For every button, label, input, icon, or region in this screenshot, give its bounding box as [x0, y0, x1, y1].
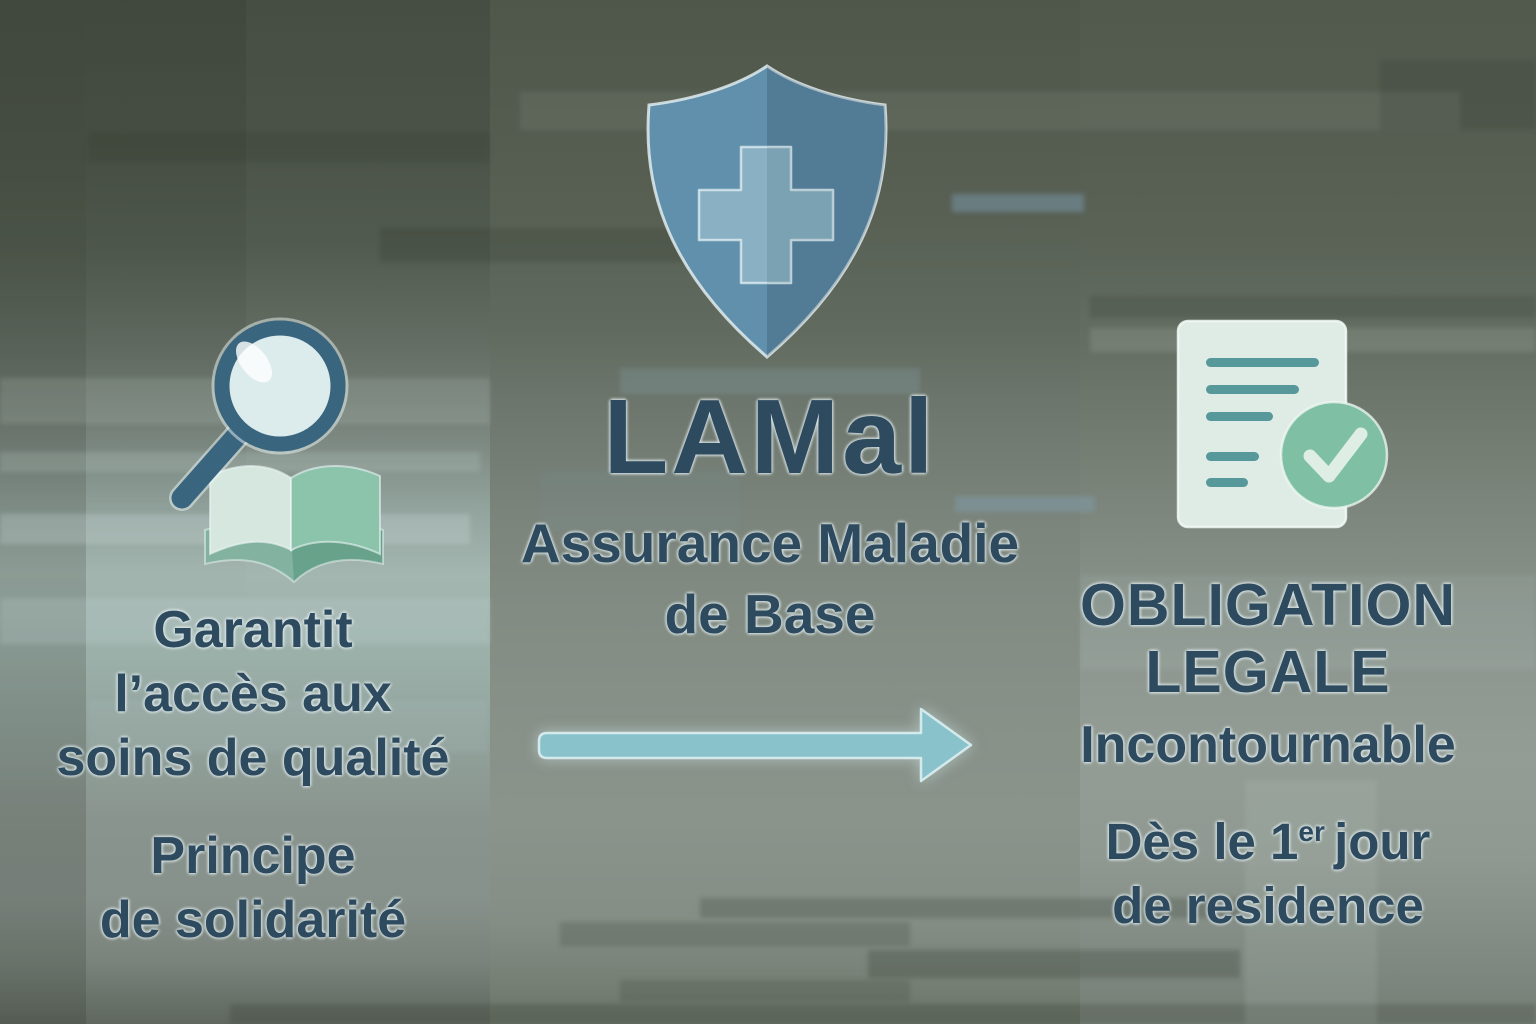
obligation-text: OBLIGATION LEGALE	[1040, 572, 1496, 706]
background-streak	[952, 194, 1084, 212]
emphasis-text: Incontournable	[1080, 716, 1456, 774]
background-streak	[540, 470, 740, 530]
principle-line-1: Principe	[150, 827, 356, 885]
benefit-text: Garantit l’accès aux soins de qualité	[28, 598, 478, 790]
title-lamal: LAMal	[603, 378, 937, 496]
background-streak	[88, 700, 488, 752]
obligation-line-2: LEGALE	[1145, 639, 1391, 705]
background-streak	[230, 1004, 1536, 1024]
subtitle-text: Assurance Maladie de Base	[455, 508, 1085, 650]
background-streak	[1245, 780, 1377, 1024]
background-streak	[0, 452, 480, 472]
benefit-line-2: l’accès aux	[114, 665, 392, 723]
subtitle-line-1: Assurance Maladie	[520, 512, 1020, 574]
timing-prefix: Dès le 1	[1105, 813, 1299, 870]
subtitle-line-2: de Base	[664, 583, 876, 645]
background-streak	[1380, 60, 1536, 130]
background-streak	[868, 950, 1240, 978]
timing-line-2: de residence	[1112, 877, 1424, 934]
timing-superscript: er	[1298, 816, 1325, 847]
background-streak	[955, 496, 1095, 512]
principle-text: Principe de solidarité	[28, 824, 478, 952]
background-streak	[1090, 296, 1536, 318]
background-streak	[620, 980, 910, 1002]
benefit-line-1: Garantit	[153, 601, 353, 659]
magnifier-book-icon	[169, 317, 384, 584]
obligation-line-1: OBLIGATION	[1080, 572, 1456, 638]
background-left-edge-strip	[0, 0, 86, 1024]
principle-line-2: de solidarité	[99, 891, 407, 949]
benefit-line-3: soins de qualité	[56, 729, 450, 787]
background-streak	[88, 132, 490, 162]
timing-suffix: jour	[1334, 813, 1431, 870]
document-check-icon	[1176, 319, 1389, 529]
background-streak	[1080, 575, 1536, 670]
shield-cross-icon	[646, 64, 888, 359]
background-streak	[620, 368, 920, 394]
background-streak	[700, 898, 1240, 918]
background-streak	[560, 922, 910, 946]
background-streak	[380, 228, 700, 262]
arrow-right-icon	[537, 707, 973, 783]
background-streak	[0, 598, 490, 644]
